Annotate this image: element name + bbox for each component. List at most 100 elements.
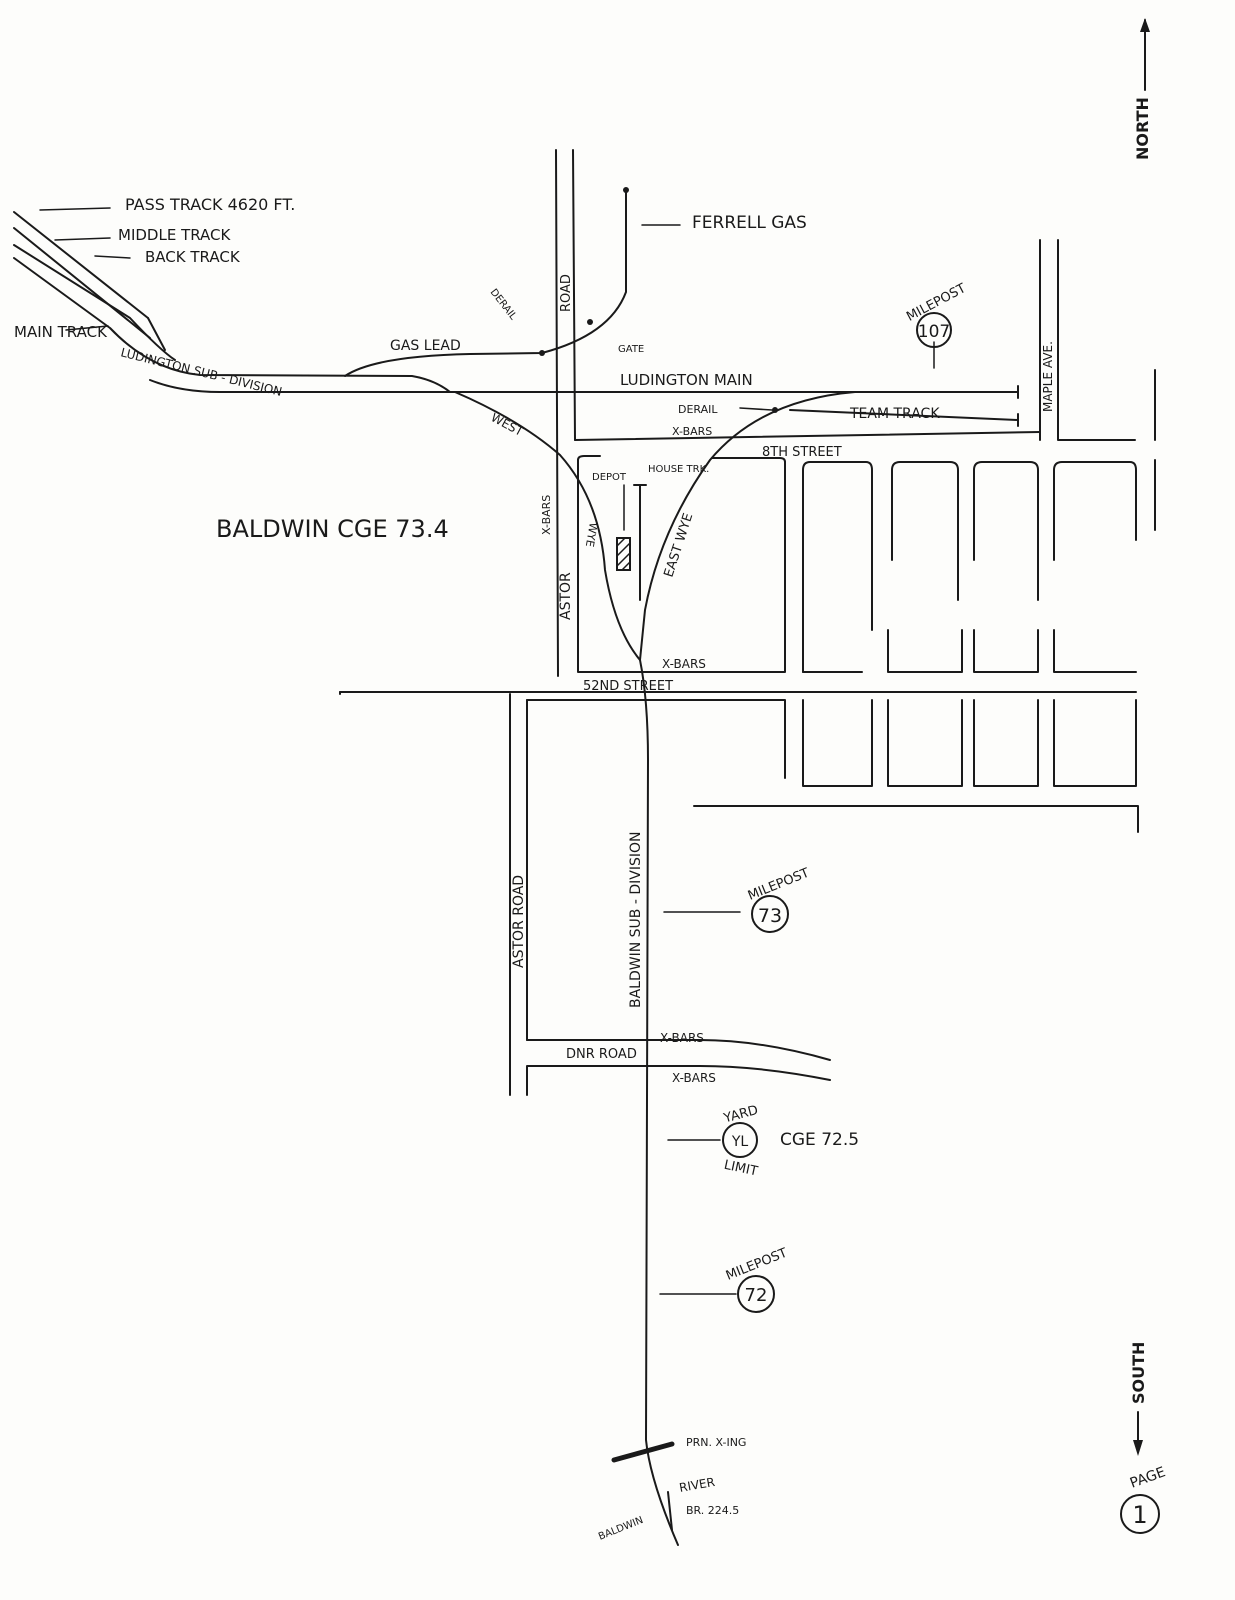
derail-leader: [739, 407, 773, 411]
block-east-2-bottom: [887, 629, 963, 673]
page-number: 1: [1132, 1501, 1147, 1529]
astor-upper-label: ASTOR: [558, 572, 574, 620]
back-track-label: BACK TRACK: [145, 248, 241, 266]
south-label: SOUTH: [1129, 1342, 1148, 1404]
page-indicator: PAGE 1: [1120, 1464, 1168, 1534]
milepost-73: 73 MILEPOST: [746, 866, 812, 933]
baldwin-subdivision-track: [639, 659, 679, 1546]
milepost-72-circle: [737, 1275, 775, 1313]
block-south-2: [802, 699, 873, 787]
page-label: PAGE: [1128, 1464, 1168, 1492]
south-arrow: SOUTH: [1129, 1342, 1148, 1456]
yard-limit-cge: CGE 72.5: [780, 1130, 859, 1150]
maple-ave-east-edge: [1057, 239, 1136, 441]
block-south-3: [887, 699, 963, 787]
block-east-3-bottom: [973, 629, 1039, 673]
dnr-road-label: DNR ROAD: [566, 1047, 637, 1062]
west-wye-track: [454, 391, 641, 661]
milepost-73-circle: [751, 895, 789, 933]
gas-lead-track: [344, 189, 627, 377]
depot-block-corner: [577, 455, 601, 461]
main-track-west: [13, 257, 451, 393]
west-wye-label: WEST: [489, 410, 527, 439]
team-track-label: TEAM TRACK: [849, 406, 940, 422]
middle-track-leader: [54, 237, 111, 241]
prn-crossing-label: PRN. X-ING: [686, 1436, 746, 1449]
street-labels: ROAD ASTOR MAPLE AVE. 8TH STREET 52ND ST…: [511, 274, 1055, 1062]
maple-ave-label: MAPLE AVE.: [1041, 341, 1055, 412]
bridge-mark: [667, 1491, 673, 1531]
baldwin-subdivision-label: BALDWIN SUB - DIVISION: [628, 832, 644, 1008]
north-label: NORTH: [1133, 97, 1152, 160]
depot-block: [577, 457, 786, 673]
gas-lead-derail-label: DERAIL: [488, 287, 519, 322]
prn-crossing-line: [611, 1441, 675, 1463]
ferrell-gas-label: FERRELL GAS: [692, 213, 807, 233]
wye-label: WYE: [583, 521, 600, 547]
block-south-1: [526, 699, 786, 779]
astor-road-west-edge: [555, 149, 559, 677]
eighth-street-north-edge: [574, 431, 1041, 441]
south-arrowhead: [1133, 1440, 1143, 1456]
milepost-72-number: 72: [745, 1285, 768, 1306]
block-east-1: [802, 461, 873, 673]
x-bars-8th-label: X-BARS: [672, 425, 712, 438]
gate-marker: [587, 319, 593, 325]
x-bars-astor-label: X-BARS: [540, 495, 553, 535]
block-east-3-top: [973, 461, 1039, 601]
middle-track-label: MIDDLE TRACK: [118, 226, 232, 244]
milepost-107: 107 MILEPOST: [904, 281, 969, 348]
house-track-label: HOUSE TRK.: [648, 464, 709, 475]
dnr-road-south-edge: [526, 1065, 831, 1096]
track-labels: PASS TRACK 4620 FT. MIDDLE TRACK BACK TR…: [14, 195, 940, 1008]
page-circle: [1120, 1494, 1160, 1534]
block-south-5: [1053, 699, 1137, 787]
pass-track-label: PASS TRACK 4620 FT.: [125, 195, 295, 214]
fifty-second-street-label: 52ND STREET: [583, 679, 673, 694]
river-label: RIVER: [678, 1475, 716, 1495]
milepost-72: 72 MILEPOST: [724, 1246, 790, 1313]
rail-tracks: [13, 187, 1019, 1546]
team-track-derail-marker: [772, 407, 778, 413]
milepost-73-number: 73: [758, 905, 782, 927]
pass-track: [13, 211, 149, 319]
eighth-street-label: 8TH STREET: [762, 445, 842, 460]
yard-limit-yl: YL: [731, 1134, 749, 1150]
depot-label: DEPOT: [592, 472, 627, 483]
station-label: BALDWIN CGE 73.4: [216, 515, 449, 543]
gas-lead-label: GAS LEAD: [390, 338, 461, 354]
north-arrow: NORTH: [1133, 18, 1152, 160]
milepost-107-circle: [916, 312, 952, 348]
x-bars-dnr-north-label: X-BARS: [660, 1031, 704, 1045]
north-arrowhead: [1140, 18, 1150, 32]
depot-hatching: [616, 537, 631, 571]
block-east-4-top: [1053, 461, 1137, 561]
gas-lead-derail-marker: [539, 350, 545, 356]
back-track-leader: [94, 255, 131, 259]
team-track: [789, 409, 1019, 421]
ludington-main-track: [149, 379, 1019, 393]
yard-limit-limit: LIMIT: [723, 1158, 759, 1180]
pass-track-switch: [147, 317, 166, 351]
milepost-107-label: MILEPOST: [904, 281, 968, 325]
gate-label: GATE: [618, 344, 644, 355]
astor-road-lower-label: ASTOR ROAD: [511, 875, 527, 968]
block-east-4-bottom: [1053, 629, 1137, 673]
middle-track: [13, 227, 151, 339]
yard-limit-sign: YL YARD LIMIT CGE 72.5: [721, 1103, 859, 1180]
yard-limit-circle: [722, 1122, 758, 1158]
ferrell-gas-end-marker: [623, 187, 629, 193]
block-east-2-top: [891, 461, 959, 601]
dnr-road-north-edge: [526, 1039, 831, 1061]
team-track-derail-label: DERAIL: [678, 403, 718, 416]
back-track: [13, 244, 176, 361]
x-bars-dnr-south-label: X-BARS: [672, 1071, 716, 1085]
main-track-label: MAIN TRACK: [14, 323, 108, 341]
bridge-label: BR. 224.5: [686, 1504, 739, 1517]
x-bars-52nd-label: X-BARS: [662, 657, 706, 671]
baldwin-river-label: BALDWIN: [597, 1515, 645, 1543]
block-south-4: [973, 699, 1039, 787]
pass-track-leader: [39, 207, 111, 211]
